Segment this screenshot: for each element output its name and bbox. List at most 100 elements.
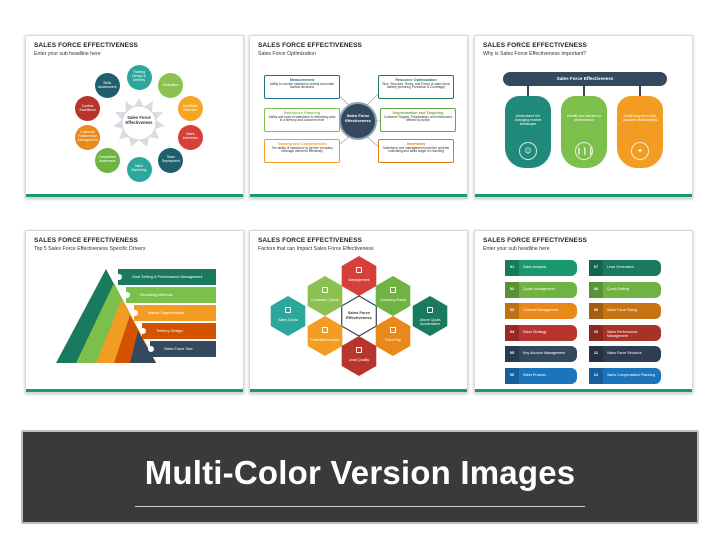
number-tab — [589, 367, 603, 384]
card-connector — [583, 86, 585, 96]
item-label: Quote Management — [523, 286, 555, 291]
list-item — [505, 281, 577, 298]
header-bar — [503, 72, 667, 86]
number-tab — [505, 346, 519, 362]
factor-icon — [427, 307, 433, 313]
item-number: 01 — [509, 264, 515, 269]
item-number: 12 — [593, 371, 599, 377]
banner-title: Multi-Color Version Images — [144, 454, 576, 491]
slide-accent-bar — [250, 389, 467, 392]
slide-title: SALES FORCE EFFECTIVENESS — [34, 42, 138, 49]
cycle-node: Competitive Awareness — [94, 147, 120, 173]
step-dot — [116, 274, 122, 280]
number-tab — [505, 303, 519, 319]
list-item — [589, 324, 661, 341]
box-text: Ability and tools of salesforce to effec… — [268, 114, 336, 123]
version-banner: Multi-Color Version Images — [21, 430, 699, 524]
people-icon: ☺ — [519, 142, 537, 160]
slide-title: SALES FORCE EFFECTIVENESS — [34, 237, 138, 244]
hexagon-cluster — [270, 256, 448, 376]
cycle-node: Training Design & Delivery — [126, 64, 152, 90]
box-text: Salesforce and management incentive sche… — [382, 145, 450, 154]
cycle-node: Motivation — [158, 73, 184, 99]
cycle-node: Contact Excellence — [75, 96, 101, 122]
box-heading: Resource Optimization — [395, 78, 437, 82]
slide-accent-bar — [475, 389, 692, 392]
item-number: 02 — [509, 285, 515, 291]
slide-thumbnail-5[interactable]: SALES FORCE EFFECTIVENESS Factors that c… — [249, 230, 468, 393]
box-text: Ability to monitor salesforce activity a… — [269, 81, 335, 90]
header-label: Sales Force Effectiveness — [556, 76, 614, 81]
card-connector — [527, 86, 529, 96]
chart-icon: ❙❙❙ — [575, 142, 594, 160]
box-text: Customer Targets, Prioritization, and In… — [384, 114, 452, 123]
list-item — [505, 303, 577, 319]
factor-hexagon — [307, 276, 343, 316]
factor-icon — [322, 287, 328, 293]
factor-icon — [390, 287, 396, 293]
item-number: 11 — [593, 350, 599, 355]
center-label: Sales Force Effectiveness — [346, 310, 372, 320]
banner-underline — [135, 506, 585, 507]
box-heading: Segmentation and Targeting — [392, 111, 444, 115]
factor-hexagon — [412, 296, 448, 336]
driver-step: Goal Setting & Performance Management — [118, 269, 216, 285]
factor-hexagon — [307, 316, 343, 356]
step-dot — [148, 346, 154, 352]
slide-thumbnail-4[interactable]: SALES FORCE EFFECTIVENESS Top 5 Sales Fo… — [25, 230, 244, 393]
list-item — [505, 260, 577, 276]
factor-label: Above Quota Acceleration — [419, 318, 441, 327]
slide-thumbnail-3[interactable]: SALES FORCE EFFECTIVENESS Why is Sales F… — [474, 35, 693, 198]
number-tab — [589, 303, 603, 319]
cycle-node: Customer Relationship Management — [75, 124, 101, 150]
driver-step: Recruiting Methods — [126, 287, 216, 303]
item-label: Key Account Management — [523, 351, 565, 355]
number-tab — [589, 346, 603, 362]
driver-step: Sales Force Size — [150, 341, 216, 357]
item-number: 09 — [593, 307, 599, 312]
item-number: 05 — [509, 350, 515, 355]
slide-thumbnail-6[interactable]: SALES FORCE EFFECTIVENESS Enter your sub… — [474, 230, 693, 393]
slide-title: SALES FORCE EFFECTIVENESS — [258, 42, 362, 49]
list-item — [589, 346, 661, 362]
factor-icon — [390, 327, 396, 333]
factor-icon — [285, 307, 291, 313]
slide-accent-bar — [26, 389, 243, 392]
center-label: Sales Force Effectiveness — [345, 113, 371, 123]
item-label: Sales Compensation Planning — [607, 372, 656, 377]
factor-hexagon — [341, 256, 377, 296]
pyramid — [56, 269, 156, 363]
item-label: Sales Analysis — [523, 265, 547, 269]
item-number: 03 — [509, 307, 515, 312]
factor-label: Management — [348, 278, 370, 282]
list-item — [505, 346, 577, 362]
cycle-node: Skills Assessment — [94, 73, 120, 99]
slide-subtitle: Why is Sales Force Effectiveness Importa… — [483, 51, 587, 57]
slide-thumbnail-2[interactable]: SALES FORCE EFFECTIVENESS Sales Force Op… — [249, 35, 468, 198]
item-label: Sales Performance Management — [607, 329, 638, 338]
list-item — [589, 281, 661, 298]
box-heading: Incentives — [406, 142, 426, 146]
factor-label: Potential Incentive — [310, 338, 340, 342]
slide-thumbnail-1[interactable]: SALES FORCE EFFECTIVENESS Enter your sub… — [25, 35, 244, 198]
factor-label: Fixed Pay — [385, 338, 401, 342]
center-label: Sales Force Effectiveness — [125, 115, 153, 126]
slide-subtitle: Factors that can Impact Sales Force Effe… — [258, 246, 374, 252]
factor-icon — [356, 267, 362, 273]
slide-title: SALES FORCE EFFECTIVENESS — [483, 237, 587, 244]
box-text: The ability of salesforce to get the com… — [271, 145, 333, 154]
box-text: Size, Structure, Roles, and Focus of sal… — [382, 81, 450, 90]
driver-step: Territory Design — [142, 323, 216, 339]
list-item — [589, 367, 661, 384]
box-heading: Salesforce Planning — [283, 111, 321, 115]
item-number: 08 — [593, 285, 599, 291]
center-hub — [121, 105, 157, 141]
factor-label: Company Culture — [311, 298, 339, 302]
